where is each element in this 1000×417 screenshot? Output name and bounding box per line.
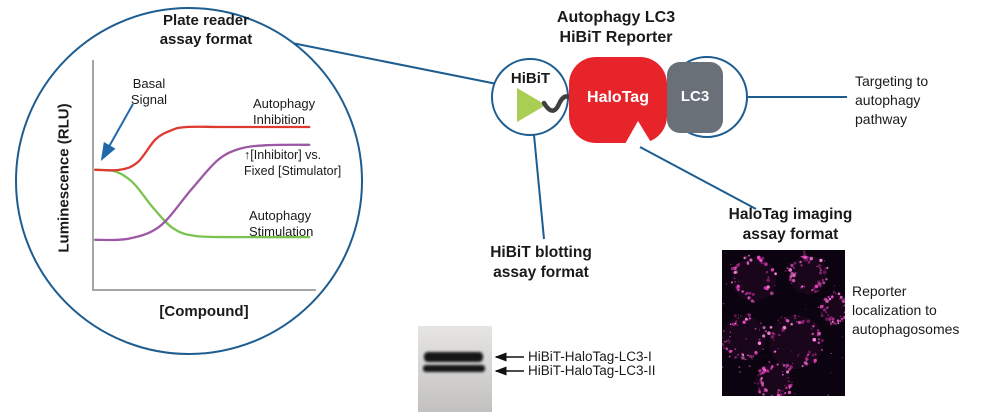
lc3-label: LC3 [680,88,710,105]
y-axis-label: Luminescence (RLU) [55,103,73,253]
basal-signal-arrow-icon [100,103,134,161]
chart-axes [92,60,316,291]
blot-band-1 [424,352,483,362]
stimulation-label: Autophagy Stimulation [249,208,314,240]
imaging-note: Reporter localization to autophagosomes [852,283,960,337]
imaging-title: HaloTag imaging assay format [728,206,853,244]
inhibitor-note: ↑[Inhibitor] vs. Fixed [Stimulator] [244,148,342,179]
connector-hibit-to-blotting [533,134,545,240]
inhibition-curve [94,125,311,172]
blotting-title: HiBiT blotting assay format [490,244,592,282]
imaging-panel [722,250,845,396]
reporter-title: Autophagy LC3 HiBiT Reporter [556,9,676,46]
halotag-notch-icon [625,121,652,144]
autophagosome-puncta [722,250,845,396]
inhibition-label: Autophagy Inhibition [253,96,316,128]
plate-reader-title: Plate reader assay format [159,12,253,48]
connector-halotag-to-imaging [639,146,757,210]
x-axis-label: [Compound] [159,303,249,320]
basal-signal-label: Basal Signal [130,76,168,108]
band-2-label: HiBiT-HaloTag-LC3-II [528,363,656,378]
lc3-box [667,62,723,133]
blot-band-2 [423,365,485,372]
halotag-label: HaloTag [587,89,649,106]
connector-plate-to-hibit [271,38,498,85]
hibit-tag-triangle-icon [517,88,546,122]
band-1-label: HiBiT-HaloTag-LC3-I [528,349,652,364]
plate-reader-circle [15,7,363,355]
inhibitor-vs-stimulator-curve [94,143,311,242]
hibit-label: HiBiT [510,70,551,87]
targeting-note: Targeting to autophagy pathway [855,73,929,127]
halotag-box [569,57,667,143]
